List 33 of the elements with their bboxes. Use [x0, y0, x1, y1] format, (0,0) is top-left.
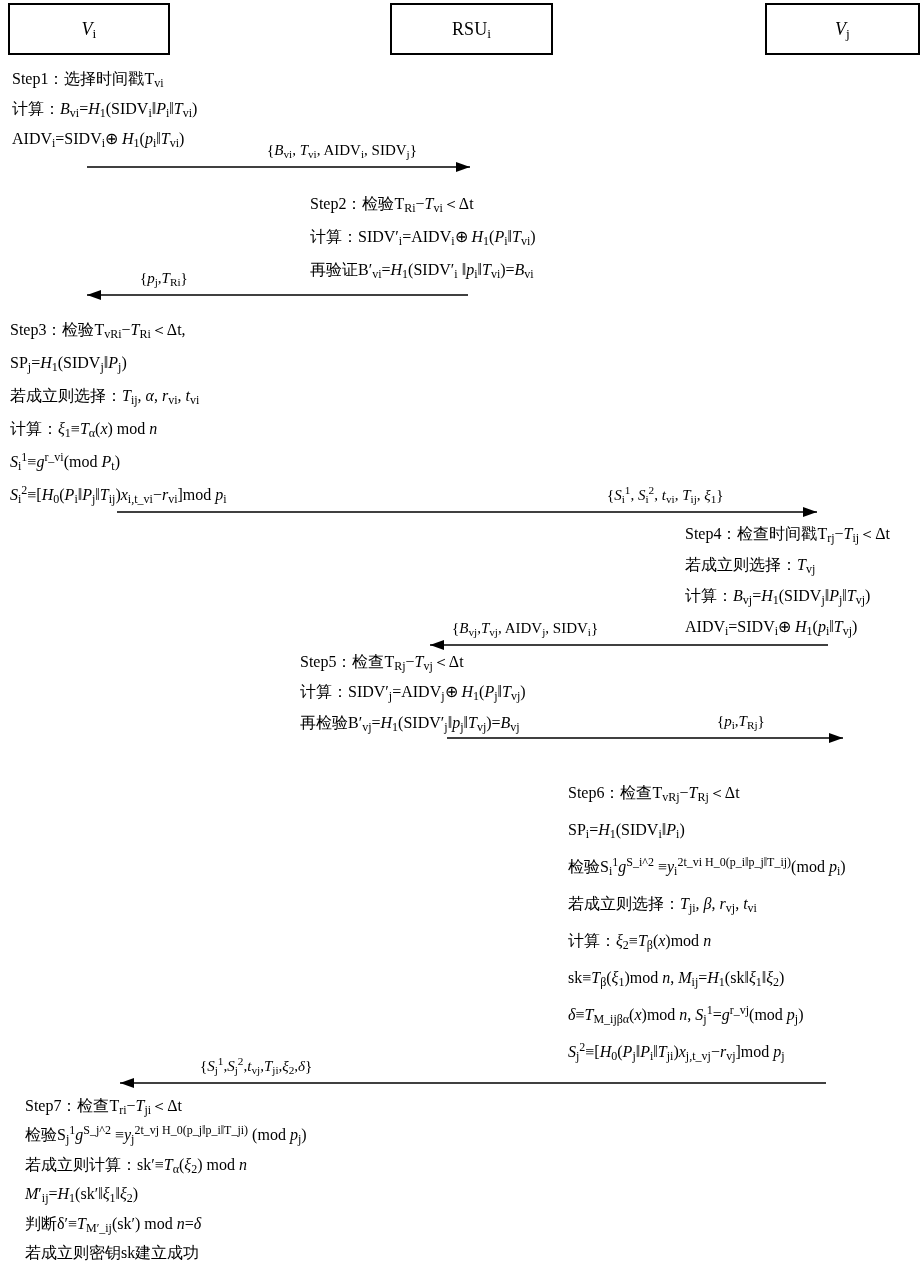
- entity-box: [8, 3, 170, 55]
- formula-text: 检验S$_{i}$$^{1}$g$^{S_i^2}$ ≡y$_{i}$$^{2t_vi H_0(p_i‖p_j‖T_ij)}$(mod p$_{i}$): [568, 858, 846, 875]
- step-heading: Step2：检验T$_{Ri}$−T$_{vi}$＜Δt: [310, 195, 474, 212]
- entity-box: [390, 3, 553, 55]
- entity-box: [765, 3, 920, 55]
- arrow: [86, 290, 469, 300]
- step-heading: Step3：检验T$_{vRi}$−T$_{Ri}$＜Δt,: [10, 321, 186, 338]
- formula-text: 计算：ξ$_{1}$≡T$_{α}$(x) mod n: [10, 420, 158, 437]
- arrow: [119, 1078, 827, 1088]
- formula-text: 计算：SIDV′$_{i}$=AIDV$_{i}$⊕ H$_{1}$(P$_{i}$‖T$_{vi}$): [310, 228, 536, 245]
- arrow: [116, 507, 818, 517]
- step-heading: Step5：检查T$_{Rj}$−T$_{vj}$＜Δt: [300, 654, 464, 671]
- arrow: [429, 640, 829, 650]
- formula-text: 若成立则密钥sk建立成功: [25, 1245, 200, 1262]
- edge-label: {B$_{vi}$, T$_{vi}$, AIDV$_{i}$, SIDV$_{j}$}: [265, 143, 419, 158]
- formula-text: 再验证B′$_{vi}$=H$_{1}$(SIDV′$_{i}$ ‖p$_{i}$‖T$_{vi}$)=B$_{vi}$: [310, 261, 534, 278]
- formula-text: SP$_{i}$=H$_{1}$(SIDV$_{i}$‖P$_{i}$): [568, 821, 685, 838]
- formula-text: 若成立则计算：sk′≡T$_{α}$(ξ$_{2}$) mod n: [25, 1156, 247, 1173]
- formula-text: S$_{i}$$^{1}$≡g$^{r_vi}$(mod P$_{t}$): [10, 453, 120, 470]
- formula-text: 计算：B$_{vi}$=H$_{1}$(SIDV$_{i}$‖P$_{i}$‖T$_{vi}$): [12, 101, 198, 117]
- formula-text: AIDV$_{i}$=SIDV$_{i}$⊕ H$_{1}$(p$_{i}$‖T$_{vi}$): [12, 131, 185, 147]
- entity-label: V$_{i}$: [81, 17, 97, 43]
- edge-label: {p$_{j}$,T$_{Ri}$}: [138, 271, 190, 286]
- formula-text: M′$_{ij}$=H$_{1}$(sk′‖ξ$_{1}$‖ξ$_{2}$): [25, 1186, 139, 1203]
- edge-label: {p$_{i}$,T$_{Rj}$}: [715, 714, 767, 729]
- arrow: [446, 733, 844, 743]
- formula-text: 计算：SIDV′$_{j}$=AIDV$_{j}$⊕ H$_{1}$(P$_{j}$‖T$_{vj}$): [300, 684, 526, 701]
- arrow: [86, 162, 471, 172]
- formula-text: 检验S$_{j}$$^{1}$g$^{S_j^2}$ ≡y$_{j}$$^{2t_vj H_0(p_j‖p_i‖T_ji)}$ (mod p$_{j}$): [25, 1127, 307, 1144]
- entity-label: RSU$_{i}$: [452, 17, 491, 43]
- entity-label: V$_{j}$: [835, 17, 850, 43]
- step-heading: Step1：选择时间戳T$_{vi}$: [12, 71, 164, 87]
- edge-label: {S$_{i}$$^{1}$, S$_{i}$$^{2}$, t$_{vi}$, T$_{ij}$, ξ$_{1}$}: [605, 488, 726, 503]
